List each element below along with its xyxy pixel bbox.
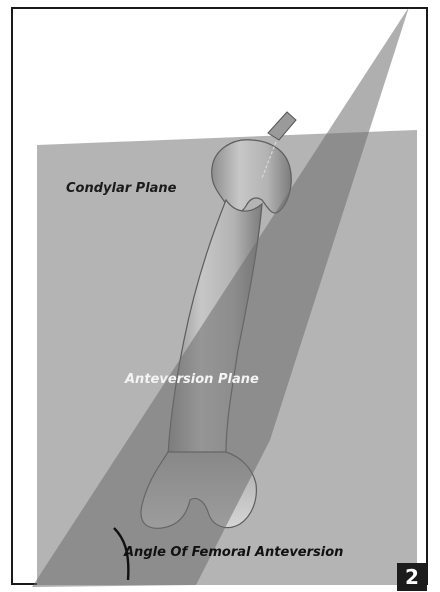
anteversion-angle-label: Angle Of Femoral Anteversion — [124, 545, 343, 560]
condylar-plane-label: Condylar Plane — [66, 181, 177, 196]
anteversion-plane-label: Anteversion Plane — [125, 372, 259, 387]
figure-number-badge: 2 — [397, 563, 427, 591]
